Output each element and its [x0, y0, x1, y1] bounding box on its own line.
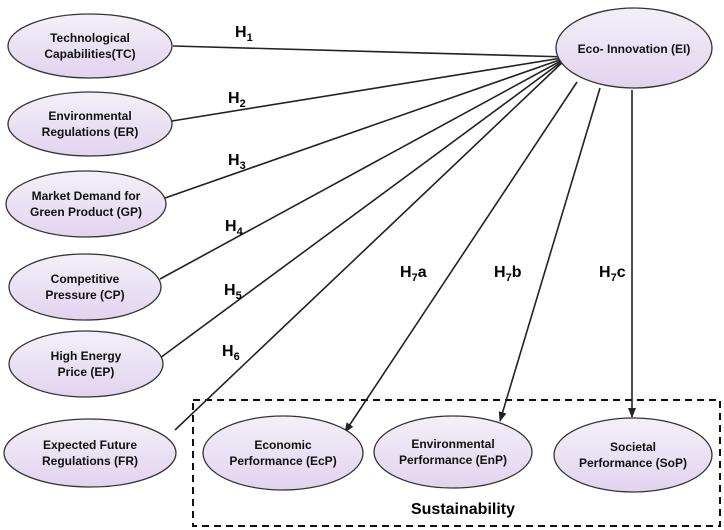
hypothesis-label-3: H3: [228, 152, 246, 172]
edge-ep-ei: [159, 56, 569, 359]
edge-tc-ei: [172, 45, 569, 61]
hypothesis-label-2: H2: [228, 90, 246, 110]
hypothesis-label-1: H1: [235, 24, 253, 44]
node-enp-line2: Performance (EnP): [399, 453, 507, 467]
hypothesis-label-7a: H7a: [400, 264, 427, 284]
edge-er-ei: [171, 54, 569, 122]
sustainability-label: Sustainability: [411, 501, 515, 518]
node-ep-line2: Price (EP): [58, 365, 115, 379]
node-sop: Societal Performance (SoP): [553, 417, 713, 493]
node-tc-line1: Technological: [50, 31, 130, 45]
hypothesis-label-4: H4: [225, 218, 244, 238]
node-gp: Market Demand for Green Product (GP): [5, 170, 167, 238]
hypothesis-label-6: H6: [222, 343, 240, 363]
node-ei: Eco- Innovation (EI): [555, 7, 713, 89]
node-er: Environmental Regulations (ER): [7, 91, 173, 157]
node-er-line1: Environmental: [48, 109, 131, 123]
node-ep: High Energy Price (EP): [8, 330, 164, 398]
edge-gp-ei: [164, 56, 569, 199]
node-enp: Environmental Performance (EnP): [373, 415, 533, 489]
edge-ei-ecp: [344, 81, 578, 433]
sustainability-group-box: [192, 399, 721, 527]
node-ecp-line2: Performance (EcP): [229, 454, 336, 468]
edge-ei-enp: [498, 87, 601, 422]
hypothesis-label-7b: H7b: [494, 264, 522, 284]
node-gp-line1: Market Demand for: [32, 189, 141, 203]
node-fr-line2: Regulations (FR): [42, 454, 138, 468]
node-sop-line1: Societal: [610, 440, 656, 454]
edges: [159, 45, 636, 433]
node-cp-line1: Competitive: [51, 272, 120, 286]
edge-cp-ei: [159, 56, 569, 280]
node-ecp: Economic Performance (EcP): [202, 415, 364, 491]
node-fr: Expected Future Regulations (FR): [3, 418, 177, 488]
node-tc: Technological Capabilities(TC): [7, 13, 173, 79]
node-ep-line1: High Energy: [51, 349, 122, 363]
node-gp-line2: Green Product (GP): [30, 205, 142, 219]
hypothesis-label-7c: H7c: [599, 264, 626, 284]
node-sop-line2: Performance (SoP): [579, 456, 687, 470]
node-tc-line2: Capabilities(TC): [44, 47, 135, 61]
hypothesis-label-5: H5: [224, 282, 242, 302]
node-ei-label: Eco- Innovation (EI): [578, 42, 691, 56]
edge-fr-ei: [174, 56, 569, 431]
node-enp-line1: Environmental: [411, 437, 494, 451]
node-cp: Competitive Pressure (CP): [8, 253, 162, 321]
node-cp-line2: Pressure (CP): [45, 288, 124, 302]
node-ecp-line1: Economic: [254, 438, 312, 452]
node-er-line2: Regulations (ER): [42, 125, 139, 139]
node-fr-line1: Expected Future: [43, 438, 137, 452]
